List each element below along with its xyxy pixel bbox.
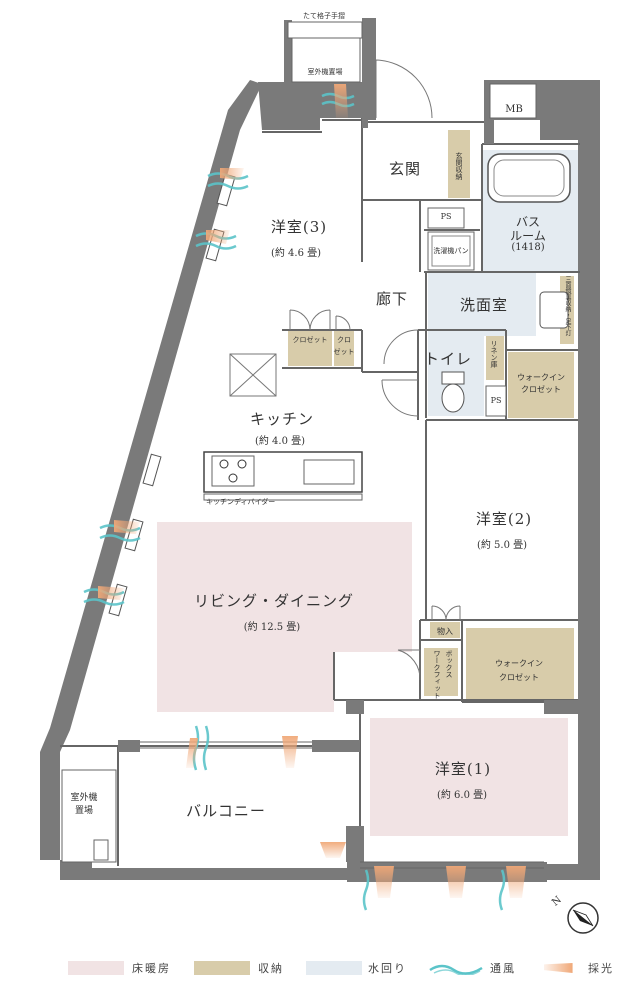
washer-pan-label: 洗濯機パン [433,247,469,255]
balcony-name: バルコニー [186,802,266,820]
entrance-storage-area [448,130,470,198]
bedroom3-name: 洋室(3) [270,218,328,236]
walkin-upper-name2: クロゼット [521,385,561,394]
closet-b-label1: クロ [337,336,351,344]
legend-item-storage: 収納 [194,959,304,977]
kitchen-name: キッチン [249,410,315,428]
wash-basin-icon [539,291,569,329]
closet-a-area [288,330,332,366]
legend-label-floor-heating: 床暖房 [132,962,171,975]
legend-item-ventilation: 通風 [428,959,528,977]
bedroom1-door-swing [397,649,421,681]
walkin-lower-area [466,628,574,700]
outdoor-unit-left-label2: 置場 [74,806,94,816]
walkin-upper-name: ウォークイン [517,373,565,382]
legend-swatch-floor-heating [68,961,124,975]
kitchen-sink [303,459,355,485]
storage-small-name: 物入 [437,627,453,636]
closet-b-area [334,330,354,366]
corridor-name: 廊下 [375,290,409,308]
toilet-name: トイレ [423,350,473,368]
entrance-name: 玄関 [388,160,422,178]
stove-icon [211,455,255,487]
legend-wind-icon [429,964,483,975]
storage-small-area [430,622,460,638]
box-wardrobe-name: ボックス [445,650,453,678]
mb-label: MB [505,104,523,115]
living-name: リビング・ダイニング [193,592,355,610]
wash-water-area [428,272,536,336]
floor-plan [40,18,600,934]
living-floor-heating [157,522,412,712]
kitchen-divider-label: キッチンディバイダー [206,498,276,506]
linen-area [486,336,504,380]
bathtub-icon [487,153,571,203]
outdoor-unit-top-label: 室外機置場 [307,68,343,76]
closet-doors [289,309,461,621]
ps-lower-label: PS [490,396,502,405]
toilet-door-swing [383,329,419,365]
legend-label-storage: 収納 [258,962,284,975]
living-size: (約 12.5 畳) [243,622,301,633]
box-wardrobe-name2: ワークフィット [433,650,441,699]
kitchen-size: (約 4.0 畳) [254,436,306,447]
outdoor-unit-left-label1: 室外機 [70,793,98,803]
legend-label-daylight: 採光 [588,962,614,975]
sanitary-label: 三面鏡裏収納・足下灯 [564,276,571,336]
bedroom2-name: 洋室(2) [475,510,533,528]
toilet-icon [441,371,465,413]
bathroom-name: バス [515,215,541,229]
legend-label-water: 水回り [368,962,407,975]
mb-box [489,83,537,119]
legend-item-daylight: 採光 [544,959,634,977]
outdoor-unit-top-area [291,37,361,83]
daylight-icons [98,84,526,898]
inner-walls [60,118,580,866]
bathroom-size: (1418) [511,242,545,253]
washroom-name: 洗面室 [459,296,509,314]
bedroom1-floor-heating [370,718,568,836]
legend-light-icon [544,963,573,973]
walkin-lower-name: ウォークイン [495,659,543,668]
closet-b-label2: ゼット [333,348,355,356]
walkin-upper-area [508,352,574,418]
bedroom1-size: (約 6.0 畳) [436,790,488,801]
linen-label: リネン庫 [490,340,498,368]
legend-swatch-storage [194,961,250,975]
bathroom-name2: ルーム [510,229,546,243]
box-wardrobe-area [424,648,458,696]
washer-pan-icon [427,231,475,271]
ps-upper-label: PS [440,212,452,221]
corridor-door-swing [381,379,419,417]
legend: 床暖房 収納 水回り 通風 採光 [0,955,634,981]
legend-item-water: 水回り [306,959,416,977]
refrigerator-space [229,353,277,397]
legend-item-floor-heating: 床暖房 [68,959,178,977]
bedroom2-size: (約 5.0 畳) [476,540,528,551]
bedroom3-size: (約 4.6 畳) [270,248,322,259]
legend-swatch-water [306,961,362,975]
compass-icon [567,902,599,934]
closet-a-label: クロゼット [292,336,328,344]
walkin-lower-name2: クロゼット [499,673,539,682]
legend-label-ventilation: 通風 [490,962,516,975]
lattice-railing-label: たて格子手摺 [303,12,345,20]
entrance-storage-name: 玄関収納 [455,152,463,180]
bedroom1-name: 洋室(1) [434,760,492,778]
entrance-door-swing [375,59,433,119]
